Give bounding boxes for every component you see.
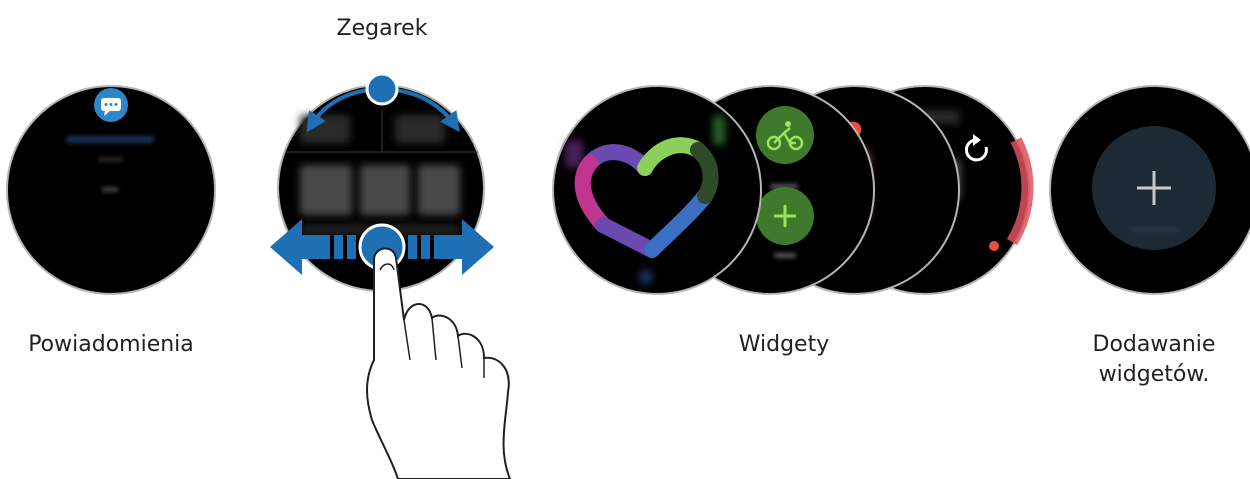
label-watch: Zegarek [322, 14, 442, 44]
finger-hand-icon [367, 248, 510, 479]
label-add-widgets-line1: Dodawanie [1084, 330, 1224, 360]
label-widgets: Widgety [724, 330, 844, 360]
widget-card-1[interactable] [553, 86, 761, 294]
alert-dot [989, 241, 999, 251]
label-add-widgets: Dodawanie widgetów. [1084, 330, 1224, 390]
chat-bubble-icon [94, 88, 128, 122]
watch-add-widgets[interactable] [1050, 86, 1250, 294]
label-add-widgets-line2: widgetów. [1084, 360, 1224, 390]
watch-notifications[interactable] [7, 86, 215, 294]
label-notifications: Powiadomienia [16, 330, 206, 360]
top-touch-dot [367, 74, 397, 104]
